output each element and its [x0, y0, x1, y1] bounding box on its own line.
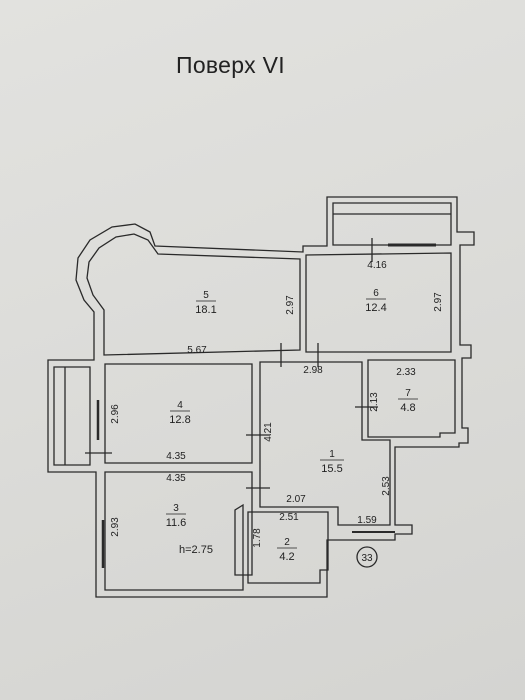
- room-1-number: 1: [329, 449, 335, 460]
- dim-2-98: 2.98: [303, 365, 323, 376]
- room-4-wall: [104, 363, 253, 464]
- dim-4-21: 4.21: [263, 422, 274, 442]
- dim-2-33: 2.33: [396, 367, 416, 378]
- dim-2-51: 2.51: [279, 512, 299, 523]
- dim-1-59: 1.59: [357, 515, 377, 526]
- room-1-wall: [259, 361, 391, 526]
- top-balcony: [332, 202, 452, 246]
- room-2-area: 4.2: [279, 551, 294, 563]
- room-6-wall: [305, 252, 452, 353]
- dim-1-78: 1.78: [252, 528, 263, 548]
- room-6-area: 12.4: [365, 302, 386, 314]
- room-7-wall: [367, 359, 456, 438]
- dim-2-13: 2.13: [369, 392, 380, 412]
- dim-4-35-lower: 4.35: [166, 473, 186, 484]
- room-3-area: 11.6: [166, 517, 187, 529]
- dim-2-97-left: 2.97: [285, 295, 296, 315]
- room-5-number: 5: [203, 290, 209, 301]
- dim-2-07: 2.07: [286, 494, 306, 505]
- dim-4-35-upper: 4.35: [166, 451, 186, 462]
- stair-marker-label: 33: [361, 553, 373, 564]
- room-4-area: 12.8: [169, 414, 190, 426]
- ceiling-height: h=2.75: [179, 544, 213, 556]
- dim-2-96: 2.96: [110, 404, 121, 424]
- stair-marker-circle: [356, 546, 378, 568]
- left-balcony: [53, 366, 91, 466]
- dim-5-67: 5.67: [187, 345, 207, 356]
- room-7-number: 7: [405, 388, 411, 399]
- room-5-area: 18.1: [195, 304, 216, 316]
- outer-wall: [47, 196, 475, 598]
- room-3-wall: [104, 471, 253, 591]
- room-2-number: 2: [284, 537, 290, 548]
- room-4-number: 4: [177, 400, 183, 411]
- room-6-number: 6: [373, 288, 379, 299]
- dim-2-53: 2.53: [381, 476, 392, 496]
- room-7-area: 4.8: [400, 402, 415, 414]
- floor-title: Поверх VI: [176, 52, 285, 78]
- dim-2-97-right: 2.97: [433, 292, 444, 312]
- room-3-number: 3: [173, 503, 179, 514]
- dim-2-93: 2.93: [110, 517, 121, 537]
- room-1-area: 15.5: [321, 463, 342, 475]
- outer-wall-inner: [86, 233, 301, 356]
- dim-4-16: 4.16: [367, 260, 387, 271]
- room-2-wall: [247, 511, 329, 584]
